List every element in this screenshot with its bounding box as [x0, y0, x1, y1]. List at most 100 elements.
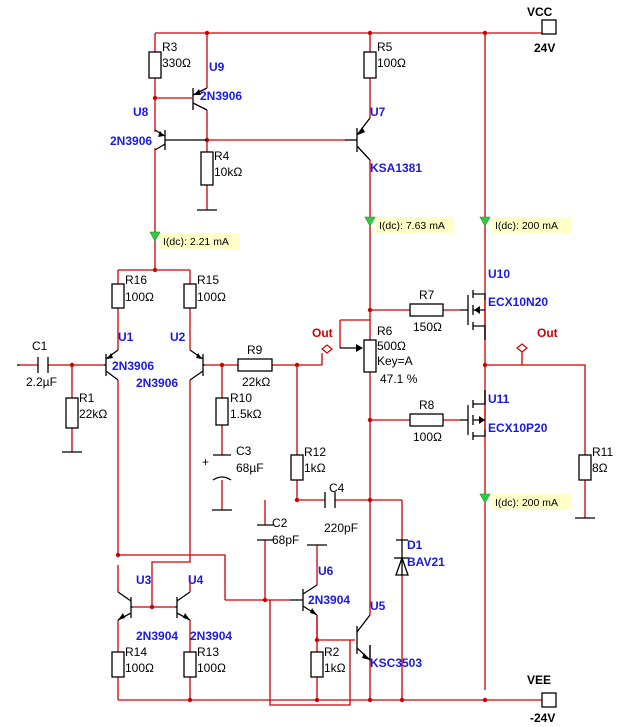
u10-part: ECX10N20	[488, 295, 548, 309]
r6-key: Key=A	[377, 354, 413, 368]
resistor-r12[interactable]	[290, 454, 304, 481]
transistor-u5[interactable]	[356, 614, 371, 662]
transistor-u4[interactable]	[175, 591, 191, 621]
out-marker-1[interactable]	[321, 344, 333, 354]
r15-value: 100Ω	[197, 290, 226, 304]
transistor-u7[interactable]	[345, 117, 371, 161]
wires	[20, 32, 586, 706]
u3-ref: U3	[136, 573, 152, 587]
r3-ref: R3	[162, 40, 178, 54]
transistor-u1[interactable]	[104, 349, 119, 381]
resistor-r2[interactable]	[310, 651, 324, 678]
vcc-label: VCC	[527, 5, 553, 19]
r15-ref: R15	[197, 273, 219, 287]
mosfet-u10[interactable]	[460, 290, 486, 340]
transistor-u2[interactable]	[189, 349, 205, 381]
r11-ref: R11	[592, 445, 613, 459]
vcc-value: 24V	[534, 41, 555, 55]
c2-ref: C2	[272, 516, 288, 530]
u8-ref: U8	[133, 105, 149, 119]
resistor-r7[interactable]	[409, 303, 444, 317]
svg-text:+: +	[202, 455, 209, 469]
vee-label: VEE	[527, 673, 551, 687]
mosfets	[460, 290, 486, 440]
resistor-r15[interactable]	[183, 283, 197, 309]
u9-part: 2N3906	[200, 89, 242, 103]
u4-part: 2N3904	[190, 629, 232, 643]
r6-position: 47.1 %	[380, 372, 418, 386]
u2-part: 2N3906	[136, 376, 178, 390]
capacitor-c2[interactable]	[257, 524, 273, 541]
r4-value: 10kΩ	[214, 165, 242, 179]
supply-symbols	[541, 19, 557, 708]
r13-value: 100Ω	[197, 661, 226, 675]
u10-ref: U10	[488, 267, 510, 281]
r6-ref: R6	[377, 324, 393, 338]
resistor-r5[interactable]	[363, 51, 377, 79]
u1-ref: U1	[118, 330, 134, 344]
r11-value: 8Ω	[592, 461, 608, 475]
probe-arrow-1[interactable]	[149, 231, 161, 242]
probe-text-3: I(dc): 200 mA	[495, 220, 558, 232]
diode-d1[interactable]	[394, 539, 410, 576]
u8-part: 2N3906	[110, 134, 152, 148]
out-marker-2[interactable]	[516, 343, 528, 353]
r4-ref: R4	[214, 149, 230, 163]
vee-value: -24V	[530, 711, 555, 725]
u9-ref: U9	[209, 60, 225, 74]
r12-value: 1kΩ	[304, 461, 326, 475]
r14-ref: R14	[125, 645, 147, 659]
capacitor-c4[interactable]	[324, 492, 336, 508]
resistor-r10[interactable]	[215, 397, 229, 426]
transistor-u8[interactable]	[154, 129, 207, 151]
probe-arrow-2[interactable]	[364, 216, 376, 227]
c2-value: 68pF	[272, 533, 299, 547]
probes	[149, 216, 572, 510]
r8-ref: R8	[419, 398, 435, 412]
u6-part: 2N3904	[308, 593, 350, 607]
probe-arrow-3[interactable]	[479, 216, 491, 227]
resistor-r1[interactable]	[65, 397, 79, 429]
r16-ref: R16	[125, 273, 147, 287]
transistor-u6[interactable]	[290, 584, 318, 616]
u11-part: ECX10P20	[488, 421, 548, 435]
u3-part: 2N3904	[136, 629, 178, 643]
resistor-r9[interactable]	[237, 358, 273, 372]
resistor-r4[interactable]	[200, 151, 214, 186]
c1-ref: C1	[32, 339, 48, 353]
r7-value: 150Ω	[413, 320, 442, 334]
resistor-r8[interactable]	[409, 413, 444, 427]
resistor-r11[interactable]	[578, 454, 592, 481]
capacitor-c1[interactable]	[37, 357, 49, 373]
resistor-r13[interactable]	[183, 651, 197, 678]
r9-value: 22kΩ	[242, 375, 270, 389]
transistor-u3[interactable]	[117, 591, 133, 621]
r16-value: 100Ω	[125, 290, 154, 304]
u4-ref: U4	[188, 573, 204, 587]
r1-ref: R1	[79, 391, 95, 405]
u2-ref: U2	[170, 330, 186, 344]
resistor-r16[interactable]	[111, 283, 125, 309]
resistor-r3[interactable]	[148, 51, 162, 79]
u7-ref: U7	[370, 105, 386, 119]
r2-value: 1kΩ	[324, 661, 346, 675]
u6-ref: U6	[318, 564, 334, 578]
d1-ref: D1	[407, 538, 423, 552]
mosfet-u11[interactable]	[460, 390, 486, 440]
vee-terminal[interactable]	[541, 692, 557, 708]
vcc-terminal[interactable]	[541, 19, 557, 35]
out-label-2: Out	[537, 326, 558, 340]
potentiometer-r6[interactable]	[363, 339, 377, 373]
transistor-u9[interactable]	[192, 87, 208, 111]
r5-ref: R5	[377, 40, 393, 54]
d1-value: BAV21	[407, 555, 445, 569]
out-label-1: Out	[312, 326, 333, 340]
resistor-r14[interactable]	[111, 651, 125, 678]
r12-ref: R12	[304, 445, 326, 459]
probe-arrow-4[interactable]	[479, 493, 491, 504]
transistors	[104, 87, 371, 662]
r10-value: 1.5kΩ	[230, 407, 262, 421]
c4-value: 220pF	[324, 521, 358, 535]
c3-value: 68µF	[236, 461, 264, 475]
